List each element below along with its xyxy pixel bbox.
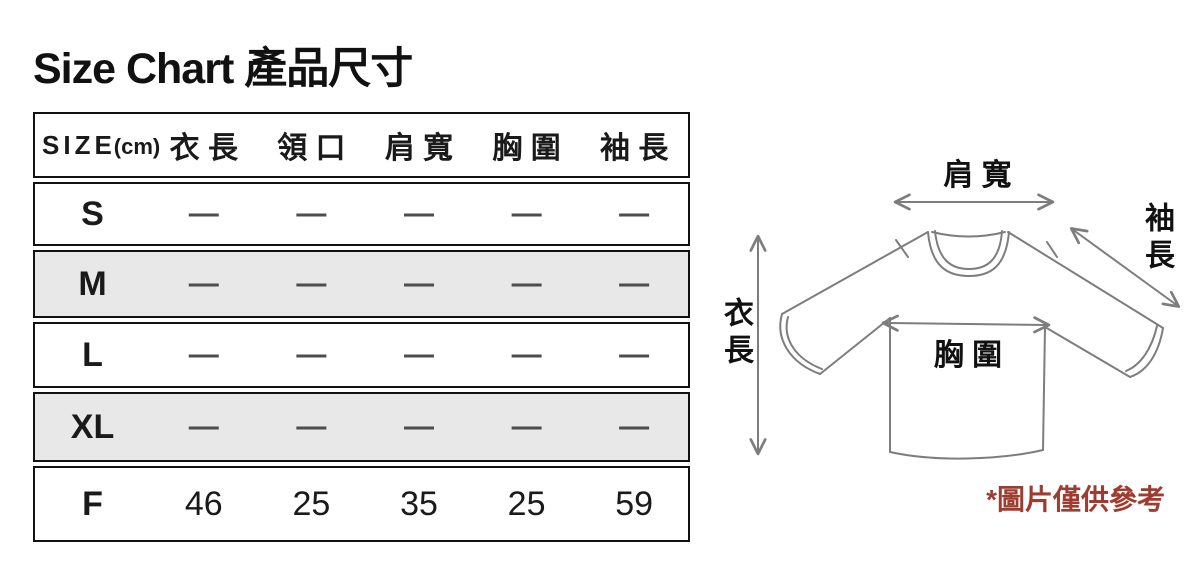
cell-xl-sleeve-length: —	[619, 410, 650, 443]
cell-s-sleeve-length: —	[619, 197, 650, 230]
size-table: SIZE(cm) 衣 長 領 口 肩 寬 胸 圍 袖 長 S — — — — —…	[33, 112, 690, 542]
cell-m-chest: —	[511, 267, 542, 300]
column-header-neck-opening: 領 口	[277, 132, 346, 165]
body-bottom-hem	[889, 449, 1044, 460]
cell-l-chest: —	[511, 338, 542, 371]
table-row-m: M — — — — —	[33, 250, 690, 318]
right-cuff-seam-line	[1125, 325, 1158, 372]
body-right-edge	[1042, 326, 1046, 451]
right-underarm-edge	[1044, 326, 1131, 378]
shirt-measurement-diagram	[749, 193, 1181, 460]
cell-xl-chest: —	[511, 410, 542, 443]
collar-outer-line	[927, 231, 1010, 277]
cell-s-neck-opening: —	[296, 197, 327, 230]
right-shoulder-notch	[1046, 241, 1058, 258]
reference-only-note: *圖片僅供參考	[986, 484, 1165, 515]
chest-label: 胸 圍	[933, 339, 1003, 372]
cell-m-shoulder-width: —	[403, 267, 434, 300]
cell-m-garment-length: —	[188, 267, 219, 300]
left-underarm-edge	[819, 317, 891, 375]
collar-back-line	[931, 231, 1006, 238]
size-label: SIZE	[42, 129, 116, 160]
left-sleeve-top-edge	[781, 231, 929, 315]
cell-l-shoulder-width: —	[403, 338, 434, 371]
size-cell-l: L	[82, 335, 103, 374]
garment-length-label: 衣長	[719, 297, 752, 371]
page-title: Size Chart 產品尺寸	[33, 45, 413, 93]
cell-l-sleeve-length: —	[619, 338, 650, 371]
cell-f-neck-opening: 25	[292, 484, 331, 523]
measurement-arrows	[749, 193, 1181, 456]
column-header-garment-length: 衣 長	[169, 132, 238, 165]
cell-xl-garment-length: —	[188, 410, 219, 443]
size-unit-label: (cm)	[113, 133, 161, 159]
cell-xl-shoulder-width: —	[403, 410, 434, 443]
size-column-header: SIZE(cm)	[35, 129, 160, 161]
cell-l-neck-opening: —	[296, 338, 327, 371]
cell-s-garment-length: —	[188, 197, 219, 230]
column-header-sleeve-length: 袖 長	[600, 132, 669, 165]
cell-f-sleeve-length: 59	[615, 484, 654, 523]
size-cell-xl: XL	[70, 407, 115, 446]
collar-inner-line	[934, 230, 1003, 270]
cell-l-garment-length: —	[188, 338, 219, 371]
right-cuff-outer-line	[1129, 327, 1164, 378]
cell-s-chest: —	[511, 197, 542, 230]
sleeve-length-label: 袖長	[1140, 202, 1173, 276]
size-cell-s: S	[81, 194, 104, 233]
table-row-s: S — — — — —	[33, 182, 690, 246]
table-row-xl: XL — — — — —	[33, 392, 690, 462]
cell-f-garment-length: 46	[184, 484, 223, 523]
sleeve-length-arrow	[1069, 227, 1181, 308]
table-header-row: SIZE(cm) 衣 長 領 口 肩 寬 胸 圍 袖 長	[33, 112, 690, 178]
left-cuff-outer-line	[779, 313, 821, 375]
cell-m-sleeve-length: —	[619, 267, 650, 300]
cell-s-shoulder-width: —	[403, 197, 434, 230]
left-cuff-seam-line	[785, 316, 823, 370]
left-shoulder-notch	[895, 239, 909, 258]
table-row-f: F 46 25 35 25 59	[33, 466, 690, 542]
size-cell-m: M	[78, 264, 107, 303]
cell-f-chest: 25	[507, 484, 546, 523]
table-row-l: L — — — — —	[33, 322, 690, 388]
cell-m-neck-opening: —	[296, 267, 327, 300]
chest-width-arrow	[881, 314, 1051, 334]
size-cell-f: F	[82, 484, 103, 523]
shoulder-width-label: 肩 寬	[943, 159, 1012, 192]
cell-xl-neck-opening: —	[296, 410, 327, 443]
cell-f-shoulder-width: 35	[400, 484, 438, 523]
column-header-chest: 胸 圍	[492, 132, 561, 165]
column-header-shoulder-width: 肩 寬	[384, 132, 454, 165]
